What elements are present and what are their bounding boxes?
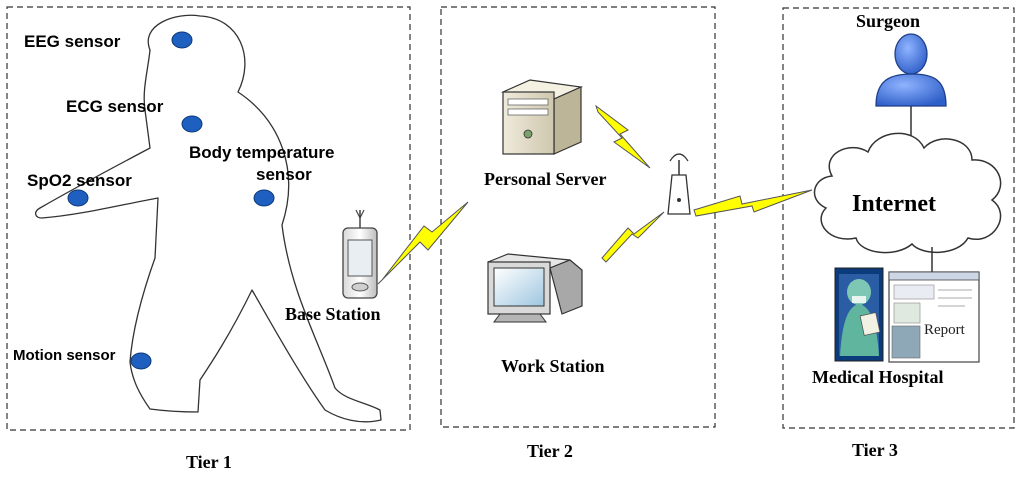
ecg-sensor-dot: [181, 115, 203, 133]
lightning-base-to-tier2: [377, 201, 469, 285]
medical-hospital-label: Medical Hospital: [812, 367, 944, 387]
tier-2-box: [440, 6, 716, 428]
cloud-icon: [813, 132, 1002, 254]
wireless-router-icon: [667, 153, 691, 215]
crt-monitor-icon: [487, 253, 583, 323]
base-station-label: Base Station: [285, 304, 381, 324]
surgeon-label: Surgeon: [856, 11, 921, 31]
report-screen: [888, 271, 980, 363]
body-temperature-sensor-dot: [253, 189, 275, 207]
user-icon: [875, 33, 947, 107]
personal-server-label: Personal Server: [484, 169, 607, 189]
internet-label: Internet: [852, 191, 936, 217]
motion-sensor-dot: [130, 352, 152, 370]
eeg-sensor-dot: [171, 31, 193, 49]
doctor-photo: [834, 267, 884, 362]
lightning-workstation-to-router: [601, 211, 665, 263]
lightning-server-to-router: [595, 104, 651, 169]
tier-2-label: Tier 2: [527, 441, 573, 461]
body-temperature-label-line2: sensor: [256, 165, 312, 184]
ecg-sensor-label: ECG sensor: [66, 97, 164, 116]
report-label: Report: [924, 322, 965, 338]
lightning-router-to-internet: [693, 189, 813, 217]
tier-3-label: Tier 3: [852, 440, 898, 460]
motion-sensor-label: Motion sensor: [13, 347, 116, 364]
body-temperature-label-line1: Body temperature: [189, 143, 335, 162]
human-body-outline: [35, 14, 382, 423]
tier-1-label: Tier 1: [186, 452, 232, 472]
tier-1-box: [6, 6, 411, 431]
server-tower-icon: [500, 79, 584, 155]
spo2-sensor-label: SpO2 sensor: [27, 171, 132, 190]
spo2-sensor-dot: [67, 189, 89, 207]
work-station-label: Work Station: [501, 356, 605, 376]
pda-icon: [342, 209, 378, 299]
eeg-sensor-label: EEG sensor: [24, 32, 121, 51]
tier-3-box: [782, 7, 1015, 429]
